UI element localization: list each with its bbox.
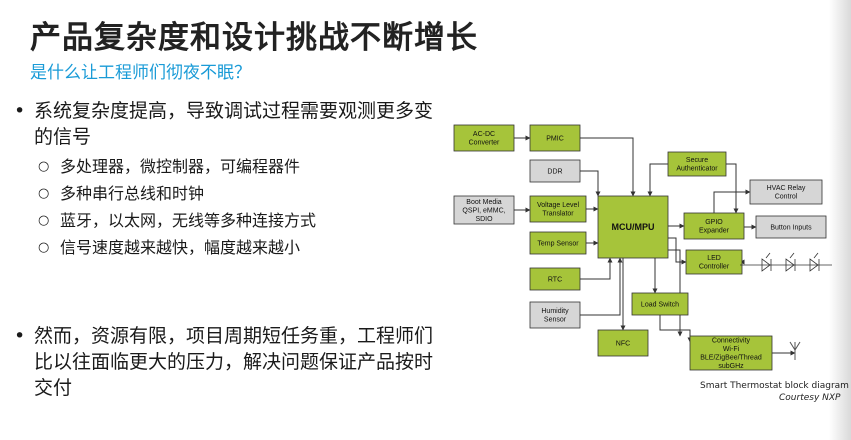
diagram-credit: Courtesy NXP [779, 393, 841, 403]
sub-bullet-item: ○ 蓝牙，以太网，无线等多种连接方式 [38, 211, 434, 231]
bullet-item: • 系统复杂度提高，导致调试过程需要观测更多变的信号 [14, 98, 434, 150]
block-load: Load Switch [631, 292, 689, 316]
sub-bullet-text: 信号速度越来越快，幅度越来越小 [60, 238, 301, 257]
block-label: Translator [542, 211, 574, 218]
block-gpio: GPIO Expander [683, 212, 745, 240]
block-pmic: PMIC [529, 124, 581, 152]
connection-lines [514, 135, 796, 356]
diagram-caption: Smart Thermostat block diagram [700, 381, 849, 391]
block-acdc: AC-DC Converter [453, 124, 515, 152]
block-temp: Temp Sensor [529, 231, 587, 255]
block-label: Load Switch [641, 301, 679, 308]
block-label: RTC [548, 276, 562, 283]
block-label: Sensor [544, 317, 567, 324]
block-label: PMIC [546, 135, 564, 142]
block-label: QSPI, eMMC, [462, 207, 505, 214]
sub-bullet-item: ○ 多种串行总线和时钟 [38, 184, 434, 204]
connection-arrow [713, 189, 751, 213]
circle-bullet-icon: ○ [38, 240, 50, 255]
right-edge-shade [829, 0, 851, 440]
circle-bullet-icon: ○ [38, 213, 50, 228]
block-mcu: MCU/MPU [597, 195, 669, 259]
block-label: HVAC Relay [767, 185, 806, 192]
block-label: Humidity [541, 308, 569, 315]
page-title: 产品复杂度和设计挑战不断增长 [30, 20, 478, 56]
bullet-dot-icon: • [14, 325, 26, 347]
block-label: Connectivity [712, 338, 751, 345]
connection-arrow [580, 257, 613, 280]
sub-bullet-text: 多处理器，微控制器，可编程器件 [60, 157, 301, 176]
connection-arrow [726, 163, 739, 214]
connection-arrow [580, 170, 601, 197]
block-label: Control [775, 194, 798, 201]
block-label: Expander [699, 228, 730, 235]
block-label: Authenticator [676, 166, 718, 173]
block-label: LED [707, 255, 721, 262]
sub-bullet-item: ○ 多处理器，微控制器，可编程器件 [38, 157, 434, 177]
block-led: LED Controller [685, 249, 743, 275]
sub-bullet-item: ○ 信号速度越来越快，幅度越来越小 [38, 238, 434, 258]
bullet-dot-icon: • [14, 100, 26, 122]
block-label: Wi-Fi [723, 346, 740, 353]
sub-bullet-text: 多种串行总线和时钟 [60, 184, 205, 203]
circle-bullet-icon: ○ [38, 159, 50, 174]
led-diodes-icon [740, 252, 832, 272]
block-ddr: DDR [529, 159, 581, 183]
block-label: Secure [686, 157, 708, 164]
block-label: AC-DC [473, 131, 495, 138]
block-label: Button Inputs [770, 224, 812, 231]
block-label: DDR [547, 168, 562, 175]
connection-arrow [580, 257, 623, 316]
page-subtitle: 是什么让工程师们彻夜不眠？ [30, 63, 251, 83]
connection-arrow [659, 315, 693, 343]
block-rtc: RTC [529, 267, 581, 291]
block-label: Controller [699, 264, 730, 271]
block-label: Boot Media [466, 199, 502, 206]
block-label: BLE/ZigBee/Thread [700, 355, 762, 362]
bullet-item: • 然而，资源有限，项目周期短任务重，工程师们比以往面临更大的压力，解决问题保证… [14, 323, 434, 401]
antenna-icon [789, 341, 801, 360]
sub-bullet-text: 蓝牙，以太网，无线等多种连接方式 [60, 211, 317, 230]
block-label: Temp Sensor [537, 240, 579, 247]
block-label: subGHz [718, 363, 744, 370]
connection-arrow [580, 137, 636, 197]
connection-arrow [647, 163, 668, 197]
block-label: GPIO [705, 219, 723, 226]
circle-bullet-icon: ○ [38, 186, 50, 201]
bullet-list: • 系统复杂度提高，导致调试过程需要观测更多变的信号 ○ 多处理器，微控制器，可… [14, 98, 434, 407]
block-label: SDIO [475, 216, 493, 223]
block-nfc: NFC [597, 329, 649, 357]
block-label: Voltage Level [537, 202, 579, 209]
bullet-text: 然而，资源有限，项目周期短任务重，工程师们比以往面临更大的压力，解决问题保证产品… [34, 325, 434, 399]
block-label: Converter [469, 140, 500, 147]
block-label: MCU/MPU [612, 222, 655, 232]
block-label: NFC [616, 340, 630, 347]
block-buttons: Button Inputs [755, 215, 827, 239]
bullet-text: 系统复杂度提高，导致调试过程需要观测更多变的信号 [34, 100, 434, 148]
